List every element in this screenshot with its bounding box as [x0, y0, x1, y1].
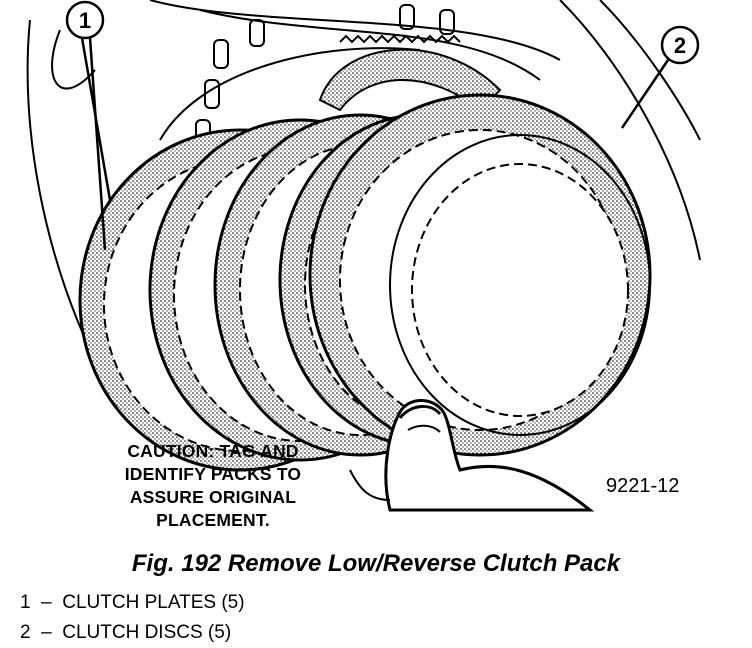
legend-item-clutch-discs: 2 – CLUTCH DISCS (5) [20, 622, 232, 643]
callout-2-number: 2 [674, 33, 686, 58]
transmission-housing [26, 0, 701, 391]
callout-2: 2 [620, 25, 700, 129]
caution-line: PLACEMENT. [156, 510, 270, 530]
clutch-plates [78, 93, 652, 472]
clutch-hub-gear [318, 34, 502, 112]
legend-item-clutch-plates: 1 – CLUTCH PLATES (5) [20, 592, 245, 613]
callout-1: 1 [65, 0, 112, 251]
clutch-pack-illustration: 1 2 [26, 0, 701, 512]
technician-hand [349, 399, 595, 512]
figure-caption: Fig. 192 Remove Low/Reverse Clutch Pack [131, 550, 621, 577]
caution-note: CAUTION: TAG AND IDENTIFY PACKS TO ASSUR… [88, 440, 338, 532]
caution-line: IDENTIFY PACKS TO [124, 464, 302, 484]
caution-line: ASSURE ORIGINAL [129, 487, 297, 507]
callout-1-number: 1 [79, 8, 91, 33]
caution-line: CAUTION: TAG AND [127, 441, 299, 461]
figure-code: 9221-12 [606, 475, 680, 497]
